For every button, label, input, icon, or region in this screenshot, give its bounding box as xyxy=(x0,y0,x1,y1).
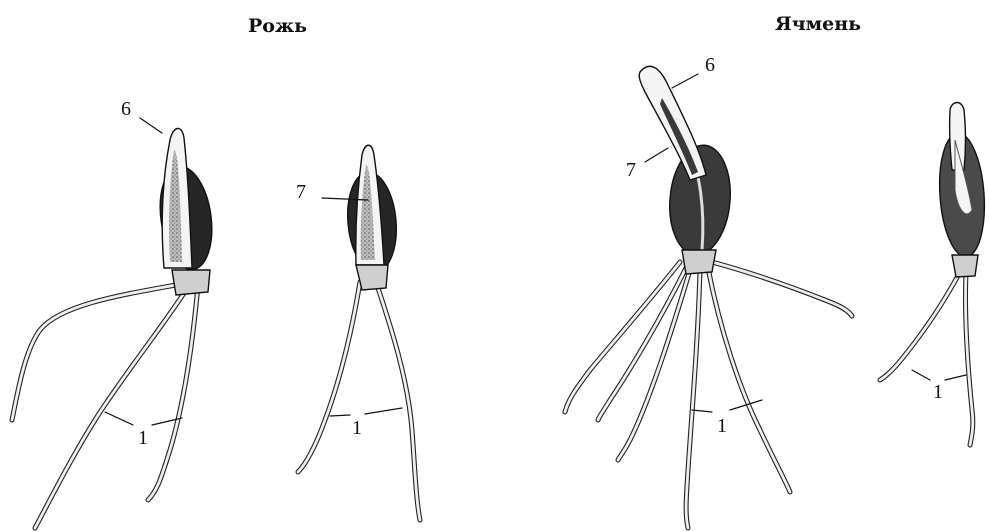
leader-7-barley xyxy=(645,148,668,162)
rye-seedling-2 xyxy=(298,145,420,520)
rye-root-2b xyxy=(376,282,420,520)
barley-root-1f xyxy=(712,262,852,316)
label-1-rye-a: 1 xyxy=(138,428,148,448)
label-6-rye: 6 xyxy=(121,99,131,119)
rye-root-base-2 xyxy=(356,265,388,290)
label-7-barley: 7 xyxy=(626,160,636,180)
leader-1-rye2-right xyxy=(365,408,402,414)
leader-6-barley xyxy=(672,74,698,88)
leader-1-barley2-left xyxy=(912,370,930,380)
barley-root-1c xyxy=(618,270,690,460)
rye-root-1c xyxy=(148,285,198,500)
barley-root-base-1 xyxy=(682,250,716,274)
rye-root-2a xyxy=(298,282,360,472)
rye-root-1a xyxy=(12,285,176,420)
leader-1-rye2-left xyxy=(330,415,350,416)
rye-seedling-1 xyxy=(12,118,218,528)
barley-root-1e xyxy=(708,268,790,492)
leader-6-rye xyxy=(140,118,162,133)
leader-1-rye-left xyxy=(105,412,133,425)
label-1-rye-b: 1 xyxy=(352,418,362,438)
label-7-rye: 7 xyxy=(296,182,306,202)
rye-root-1b xyxy=(35,290,186,528)
barley-seedling-1 xyxy=(565,66,852,528)
barley-root-2a xyxy=(880,272,960,380)
label-1-barley-b: 1 xyxy=(933,382,943,402)
label-6-barley: 6 xyxy=(705,55,715,75)
label-1-barley-a: 1 xyxy=(717,416,727,436)
leader-1-barley-left xyxy=(692,410,712,412)
barley-root-base-2 xyxy=(952,255,978,277)
rye-root-base-1 xyxy=(172,270,210,295)
leader-1-barley2-right xyxy=(945,375,966,380)
